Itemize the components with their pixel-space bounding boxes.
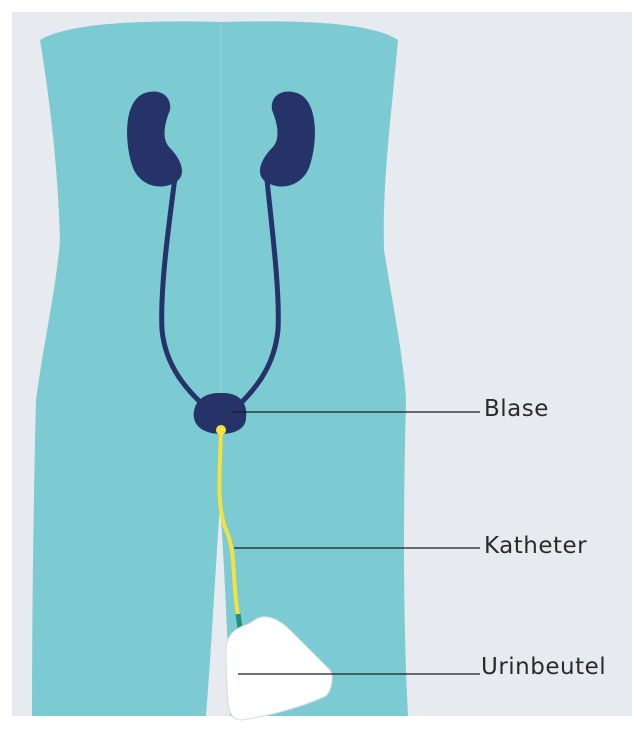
catheter-tip [216,425,226,435]
bag-label: Urinbeutel [481,654,606,680]
bladder-label: Blase [484,396,549,422]
catheter-label: Katheter [484,533,587,559]
catheter-connector [238,614,240,628]
